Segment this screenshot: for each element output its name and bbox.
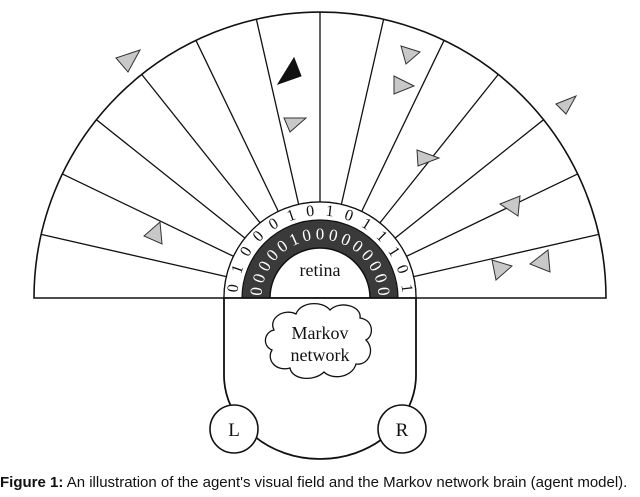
falling-object-triangle [416, 149, 441, 167]
target-object-triangle [276, 56, 302, 85]
falling-object-triangle [143, 220, 163, 245]
sector-divider [340, 19, 385, 205]
figure-caption: Figure 1: An illustration of the agent's… [0, 468, 640, 497]
sector-divider [255, 19, 300, 205]
falling-object-triangle [529, 249, 551, 273]
sector-divider [394, 119, 545, 239]
retina-bit: 0 [301, 225, 313, 245]
right-motor [377, 404, 427, 454]
field-objects [115, 45, 578, 281]
left-motor [209, 404, 259, 454]
falling-object-triangle [115, 49, 142, 73]
retina-bit: 0 [225, 283, 243, 293]
sector-divider [62, 173, 234, 257]
retina-bit: 1 [398, 283, 416, 293]
retina-bit: 0 [327, 225, 339, 245]
falling-object-triangle [393, 75, 416, 95]
sector-divider [406, 173, 578, 257]
field-sectors [41, 12, 599, 278]
markov-label-line2: network [291, 345, 350, 365]
sector-divider [361, 40, 445, 212]
retina-bit: 0 [305, 203, 315, 221]
sector-divider [41, 233, 227, 278]
markov-label-line1: Markov [292, 323, 349, 343]
falling-object-triangle [555, 95, 578, 115]
retina-bit: 0 [316, 225, 325, 244]
sector-divider [141, 73, 261, 224]
falling-object-triangle [283, 117, 308, 133]
falling-object-triangle [491, 259, 514, 281]
caption-text: An illustration of the agent's visual fi… [66, 474, 628, 491]
falling-object-triangle [498, 195, 521, 217]
sector-divider [379, 73, 499, 224]
falling-object-triangle [400, 45, 422, 65]
sector-divider [413, 233, 599, 278]
sector-divider [95, 119, 246, 239]
sector-divider [195, 40, 279, 212]
retina-bit: 1 [325, 203, 335, 221]
left-motor-label: L [228, 420, 240, 441]
retina-bit: 0 [374, 286, 394, 296]
caption-label: Figure 1: [0, 474, 64, 491]
retina-label: retina [300, 260, 341, 280]
markov-network-cloud [264, 303, 372, 379]
retina-bit: 0 [246, 286, 266, 296]
right-motor-label: R [396, 420, 409, 441]
